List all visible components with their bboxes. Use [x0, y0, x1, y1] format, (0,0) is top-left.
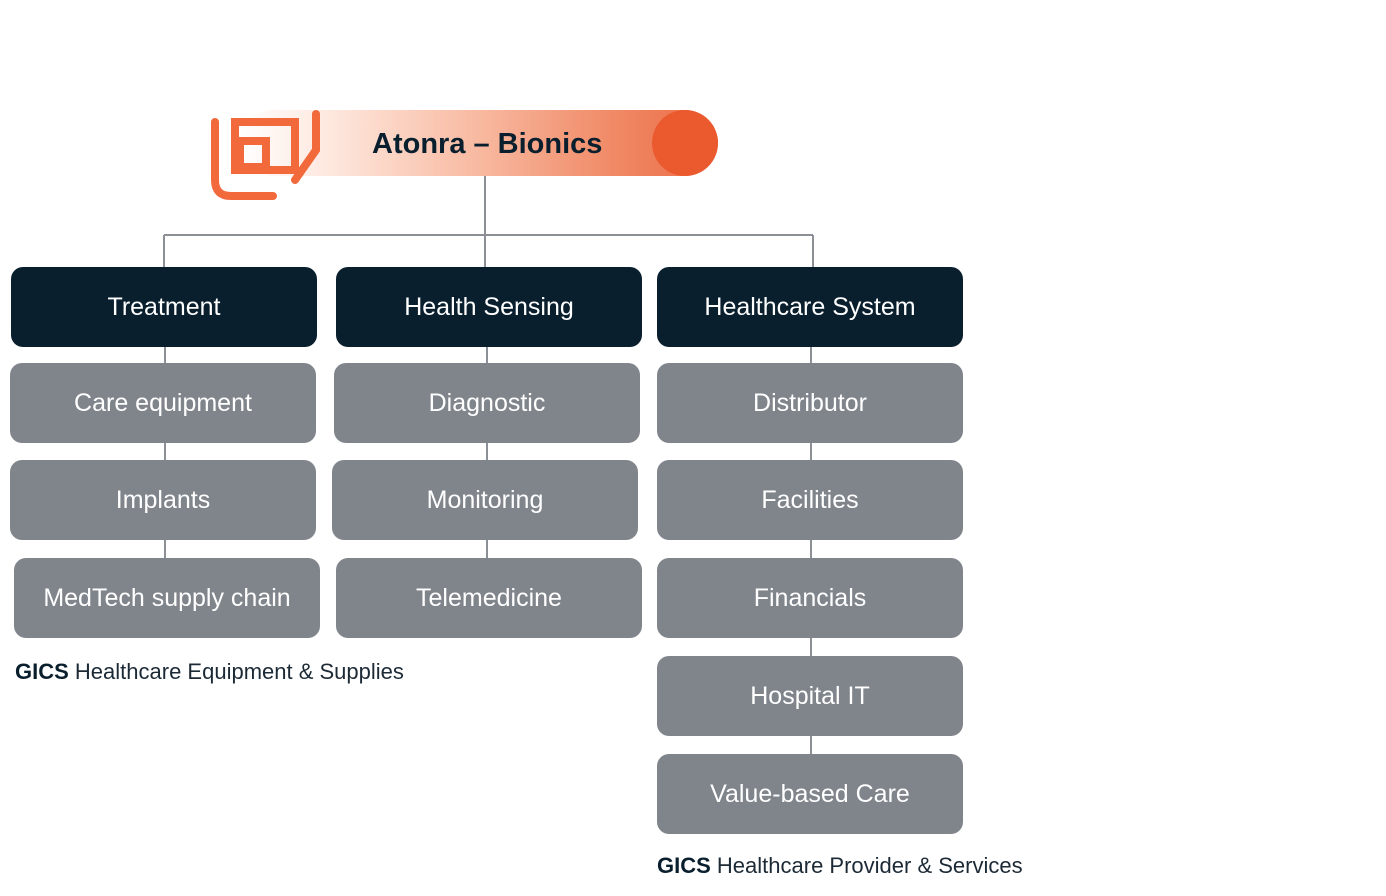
gics-text: Healthcare Equipment & Supplies: [74, 659, 404, 684]
item-distributor: Distributor: [657, 363, 963, 443]
item-implants: Implants: [10, 460, 316, 540]
gics-prefix: GICS: [15, 659, 69, 684]
item-facilities: Facilities: [657, 460, 963, 540]
item-financials: Financials: [657, 558, 963, 638]
item-telemedicine: Telemedicine: [336, 558, 642, 638]
gics-text: Healthcare Provider & Services: [716, 853, 1023, 878]
header-title: Atonra – Bionics: [372, 128, 603, 160]
category-healthcare-system: Healthcare System: [657, 267, 963, 347]
item-value-based-care: Value-based Care: [657, 754, 963, 834]
item-diagnostic: Diagnostic: [334, 363, 640, 443]
gics-label-equipment: GICS Healthcare Equipment & Supplies: [15, 658, 404, 686]
header-banner: [240, 110, 718, 176]
bionic-hand-icon: [211, 34, 320, 200]
gics-prefix: GICS: [657, 853, 711, 878]
item-hospital-it: Hospital IT: [657, 656, 963, 736]
category-health-sensing: Health Sensing: [336, 267, 642, 347]
item-care-equipment: Care equipment: [10, 363, 316, 443]
gics-label-provider: GICS Healthcare Provider & Services: [657, 852, 1023, 880]
category-treatment: Treatment: [11, 267, 317, 347]
item-medtech-supply-chain: MedTech supply chain: [14, 558, 320, 638]
banner-accent-dot: [652, 110, 718, 176]
item-monitoring: Monitoring: [332, 460, 638, 540]
